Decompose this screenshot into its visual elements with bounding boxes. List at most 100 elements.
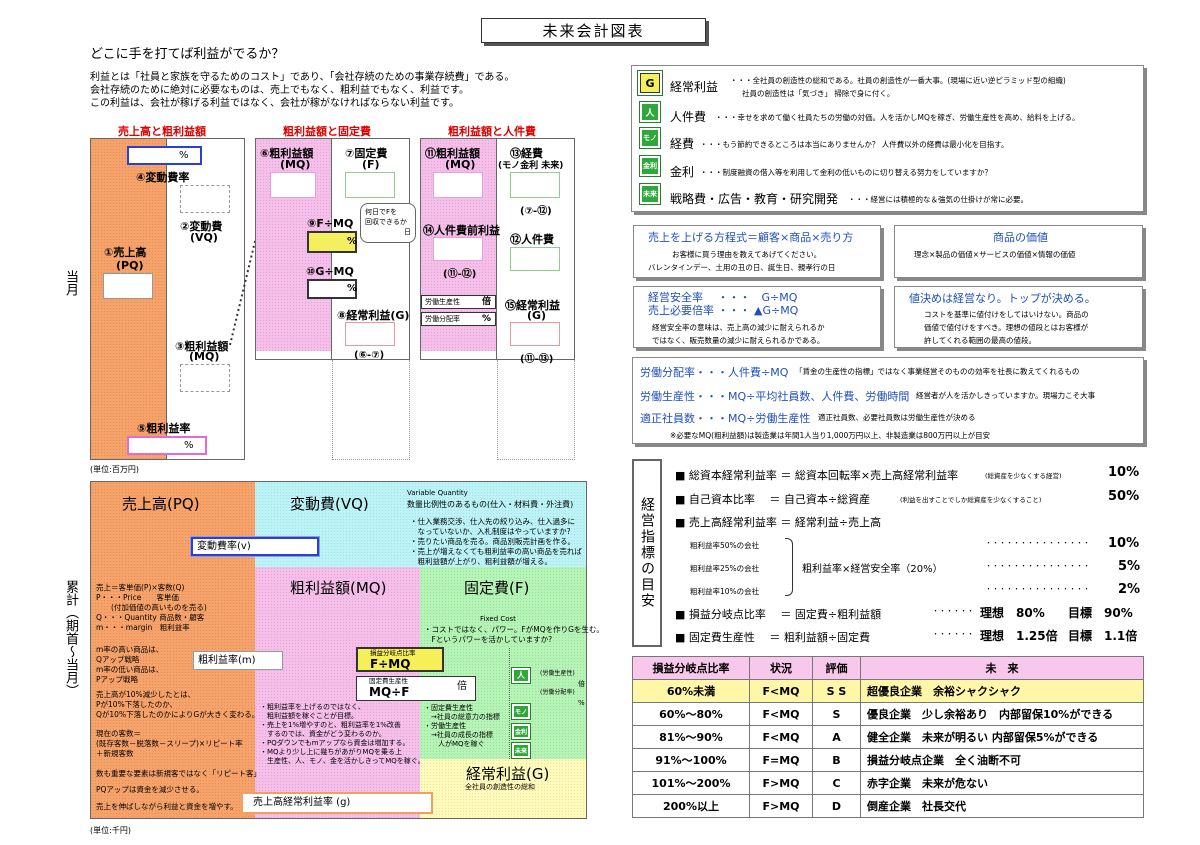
s3-mq-input[interactable] bbox=[433, 172, 483, 198]
s2-g-label: ⑧経常利益(G) bbox=[337, 309, 410, 322]
s1-right-line bbox=[166, 139, 167, 459]
cum-pq-list4: 現在の客数＝ (既存客数－脱落数－スリープ)×リピート率 ＋新規客数 bbox=[96, 729, 243, 759]
cum-grate-input[interactable]: 売上高経常利益率 (g) bbox=[241, 792, 433, 814]
legend-g-desc: ・・・全社員の創造性の総和である。社員の創造性が一番大事。(現場に近い逆ピラミッ… bbox=[730, 76, 1066, 85]
cum-prod-unit: 倍 bbox=[578, 680, 585, 688]
pq-item: ＋新規客数 bbox=[96, 749, 134, 758]
eval-cell: F>MQ bbox=[749, 794, 813, 818]
s1-vq-input[interactable] bbox=[180, 185, 230, 213]
ind-sub-mid: 粗利益率×経営安全率（20%） bbox=[802, 564, 943, 575]
s3-prod-box[interactable]: 労働生産性倍 bbox=[421, 295, 496, 309]
cum-fmq-label: 損益分岐点比率 bbox=[370, 649, 416, 657]
value-title: 商品の価値 bbox=[993, 231, 1048, 244]
ind-row-2-note: (利益を出すことでしか総資産を少なくすること) bbox=[900, 496, 1042, 504]
vq-item: ・仕入業務交渉、仕入先の絞り込み、仕入過多に bbox=[410, 517, 575, 526]
cum-frame bbox=[90, 481, 587, 819]
s1-vc-rate-input[interactable]: % bbox=[127, 146, 202, 165]
labor-r3a: 適正社員数・・・MQ÷労働生産性 bbox=[640, 412, 811, 425]
s2-gmq-label: ⑩G÷MQ bbox=[306, 265, 354, 278]
s3-prod-label: 労働生産性 bbox=[425, 298, 460, 306]
eval-cell: 91%〜100% bbox=[632, 748, 750, 772]
s2-g-dots bbox=[332, 360, 410, 460]
ind-last-1: ■ 損益分岐点比率 ＝ 固定費÷粗利益額 bbox=[675, 608, 882, 621]
vq-item: ・売りたい商品を売る。商品別販売計画を作る。 bbox=[410, 537, 575, 546]
s1-mq-input[interactable] bbox=[180, 364, 230, 392]
s2-callout: 何日でFを 回収できるか 日 bbox=[360, 203, 416, 243]
ind-last-2-ideal: 理想 1.25倍 bbox=[980, 629, 1058, 643]
s1-mrate-label: ⑤粗利益率 bbox=[137, 422, 191, 435]
ind-last-1-ideal: 理想 80% bbox=[980, 606, 1045, 620]
indicators-side-label: 経営指標の目安 bbox=[639, 497, 655, 609]
s1-vc-label: ④変動費率 bbox=[136, 171, 190, 184]
s2-callout-line2: 回収できるか bbox=[365, 218, 407, 226]
s3-keihi-label: ⑬経費 bbox=[510, 147, 543, 160]
ind-sub-2: 粗利益率25%の会社 bbox=[690, 564, 760, 573]
sales-eq-panel bbox=[633, 225, 881, 278]
cum-vq-desc: 数量比例性のあるもの(仕入・材料費・外注費) bbox=[407, 500, 574, 509]
cum-ratio-unit: % bbox=[578, 699, 585, 707]
cum-fmq-value: F÷MQ bbox=[370, 657, 411, 671]
cum-pq-list: 売上＝客単価(P)×客数(Q) P・・・Price 客単価 (付加価値の高いもの… bbox=[96, 583, 207, 633]
s2-gmq-input[interactable]: % bbox=[307, 279, 357, 299]
mq-item: 生産性、人、モノ、金を活かしきってMQを稼ぐ。 bbox=[260, 757, 425, 765]
cum-mq-title: 粗利益額(MQ) bbox=[290, 579, 387, 597]
cum-mrate-input[interactable]: 粗利益率(m) bbox=[193, 651, 283, 670]
s1-pq-input[interactable] bbox=[103, 273, 153, 299]
table-row: 60%〜80% F<MQ S 優良企業 少し余裕あり 内部留保10%ができる bbox=[632, 702, 1144, 726]
s2-frame bbox=[255, 138, 410, 360]
legend-person-desc: ・・・幸せを求めて働く社員たちの労働の対価。人を活かしMQを稼ぎ、労働生産性を高… bbox=[715, 113, 1080, 122]
safety-t1: 経営安全率 ・・・ G÷MQ bbox=[648, 291, 798, 304]
s2-g-input[interactable] bbox=[345, 322, 395, 346]
f-item: ・労働生産性 bbox=[424, 722, 466, 730]
future-icon: 未来 bbox=[512, 743, 530, 758]
ind-sub-3-dots: ・・・・・・・・・・・・・・・ bbox=[985, 585, 1090, 593]
s3-keihi-input[interactable] bbox=[510, 172, 560, 198]
ind-sub-3-val: 2% bbox=[1118, 582, 1141, 597]
cum-g-desc: 全社員の創造性の総和 bbox=[465, 783, 535, 791]
cum-vrate-input[interactable]: 変動費率(v) bbox=[191, 537, 319, 556]
s3-keihi-label2: (モノ金利 未来) bbox=[498, 161, 564, 171]
ind-row-2-val: 50% bbox=[1108, 489, 1140, 504]
cum-f-title: 固定費(F) bbox=[464, 579, 530, 597]
pq-item: Qが10%下落したのかによりGが大きく変わる。 bbox=[96, 710, 260, 719]
s2-fmq-input[interactable]: % bbox=[307, 231, 357, 253]
cum-vq-title: 変動費(VQ) bbox=[290, 495, 369, 513]
sales-eq-title: 売上を上げる方程式＝顧客×商品×売り方 bbox=[648, 231, 854, 244]
ind-row-1-note: (総資産を少なくする経営) bbox=[985, 472, 1062, 480]
legend-interest-desc: ・・・制度融資の借入等を利用して金利の低いものに切り替える努力をしていますか？ bbox=[700, 168, 992, 177]
s3-g-input[interactable] bbox=[510, 322, 560, 346]
eval-header-row: 損益分岐点比率 状況 評価 未 来 bbox=[632, 656, 1144, 680]
s3-ratio-label: 労働分配率 bbox=[425, 315, 460, 323]
mq-item: ・粗利益率を上げるのではなく、 bbox=[260, 703, 365, 711]
section-title-2: 粗利益額と固定費 bbox=[283, 125, 371, 138]
s1-mrate-input[interactable]: % bbox=[127, 436, 207, 455]
value-l1: 理念×製品の価値×サービスの価値×情報の価値 bbox=[914, 250, 1076, 259]
mq-item: ・売上を1%増やすのと、粗利益率を1%改善 bbox=[260, 721, 401, 729]
cum-prod-label: (労働生産性) bbox=[540, 670, 575, 677]
cum-pq-list7: 売上を伸ばしながら利益と資金を増やす。 bbox=[96, 802, 238, 811]
s1-mq-label2: (MQ) bbox=[189, 350, 220, 363]
s2-f-input[interactable] bbox=[345, 172, 395, 198]
s3-jmq-input[interactable] bbox=[433, 237, 483, 261]
ind-last-2-dots: ・・・・・・ bbox=[932, 630, 974, 638]
cum-f-list: ・固定費生産性 →社員の総意力の指標 ・労働生産性 →社員の成長の指標 人がMQ… bbox=[424, 704, 500, 749]
value-panel bbox=[894, 225, 1143, 278]
cum-gmq-unit: 倍 bbox=[457, 681, 467, 692]
s3-ratio-box[interactable]: 労働分配率% bbox=[421, 312, 496, 326]
s3-g-label2: (G) bbox=[527, 309, 547, 322]
s2-f-label: ⑦固定費 bbox=[345, 147, 388, 160]
ind-last-1-goal: 目標 90% bbox=[1068, 606, 1133, 620]
legend-future-label: 戦略費・広告・教育・研究開発 bbox=[670, 192, 839, 206]
eval-cell: 倒産企業 社長交代 bbox=[860, 794, 1144, 818]
ind-row-3: ■ 売上高経常利益率 ＝ 経常利益÷売上高 bbox=[675, 516, 882, 529]
s3-jq-input[interactable] bbox=[510, 247, 560, 271]
s3-frame bbox=[420, 138, 575, 360]
s2-mq-input[interactable] bbox=[270, 172, 316, 198]
eval-cell: S S bbox=[812, 679, 861, 703]
s3-g-label3: (⑪-⑬) bbox=[520, 354, 554, 365]
legend-g-label: 経常利益 bbox=[670, 80, 719, 94]
eval-cell: 超優良企業 余裕シャクシャク bbox=[860, 679, 1144, 703]
s1-frame bbox=[90, 138, 245, 460]
